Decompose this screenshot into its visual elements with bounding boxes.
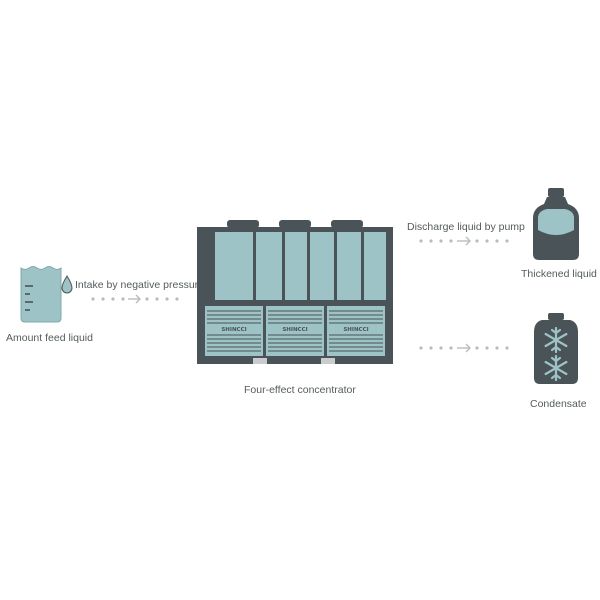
snowflake-bottle-icon [534,313,578,384]
bottle-icon [533,188,579,260]
intake-flow-arrow [91,294,179,304]
beaker-with-drop-icon [20,266,73,323]
condensate-label: Condensate [530,398,587,410]
concentrator-label: Four-effect concentrator [244,384,356,396]
brand-plate-3: SHINCCI [343,327,368,333]
four-effect-concentrator: SHINCCI SHINCCI SHINCCI [197,220,393,364]
brand-plate-2: SHINCCI [282,327,307,333]
intake-label: Intake by negative pressure [75,279,204,291]
discharge-label: Discharge liquid by pump [407,221,525,233]
condensate-flow-arrow [419,343,509,353]
brand-plate-1: SHINCCI [221,327,246,333]
feed-label: Amount feed liquid [6,332,93,344]
discharge-flow-arrow [419,236,509,246]
thickened-label: Thickened liquid [521,268,597,280]
